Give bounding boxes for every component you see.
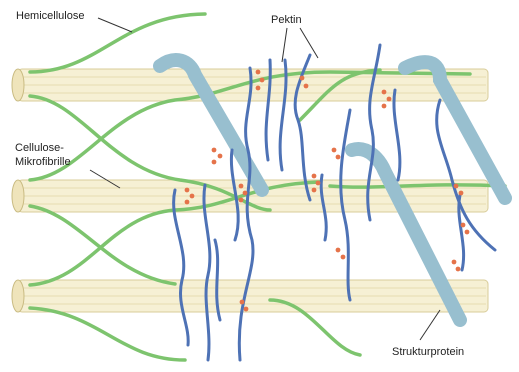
pektin-chain-11 — [394, 90, 400, 180]
microfibril-3 — [12, 280, 488, 312]
label-strukturprotein: Strukturprotein — [392, 346, 464, 359]
label-cellulose-line1: Cellulose- — [15, 142, 64, 155]
label-pektin: Pektin — [271, 14, 302, 27]
leader-hemicellulose — [98, 18, 132, 32]
leader-pektin-1 — [282, 28, 287, 62]
pektin-chain-1 — [174, 190, 189, 345]
label-hemicellulose: Hemicellulose — [16, 10, 84, 23]
label-cellulose-line2: Mikrofibrille — [15, 156, 71, 169]
leader-pektin-2 — [300, 28, 318, 58]
hemicellulose-chain-6 — [30, 308, 185, 360]
pektin-chain-3 — [239, 68, 253, 360]
leader-strukturprotein — [420, 310, 440, 340]
